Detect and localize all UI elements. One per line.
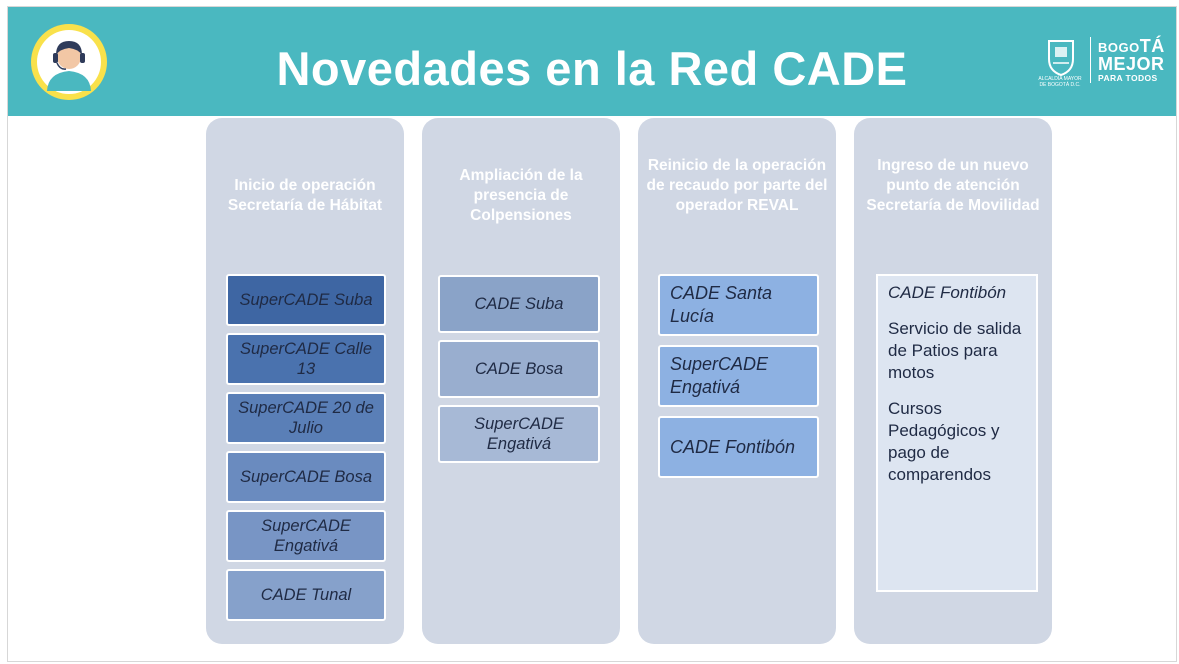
list-item: CADE Bosa [438,340,600,398]
place-name: CADE Fontibón [888,283,1007,302]
list-item: SuperCADE Engativá [658,345,819,407]
list-item: SuperCADE Calle 13 [226,333,386,385]
column-colpensiones: Ampliación de la presencia de Colpension… [422,118,620,644]
bogota-shield-icon [1048,40,1074,77]
list-item: CADE Fontibón [658,416,819,478]
slide: Novedades en la Red CADE ALCALDÍA MAYOR … [7,6,1177,662]
column-movilidad: Ingreso de un nuevo punto de atención Se… [854,118,1052,644]
column-title: Inicio de operación Secretaría de Hábita… [227,177,383,214]
operator-avatar-icon [31,24,107,100]
alcaldia-label: ALCALDÍA MAYOR DE BOGOTÁ D.C. [1038,76,1082,88]
movilidad-info-box: CADE Fontibón Servicio de salida de Pati… [876,274,1038,592]
list-item: SuperCADE Bosa [226,451,386,503]
column-title: Reinicio de la operación de recaudo por … [646,157,828,214]
column-reval: Reinicio de la operación de recaudo por … [638,118,836,644]
list-item: SuperCADE Suba [226,274,386,326]
list-item: SuperCADE Engativá [438,405,600,463]
column-title: Ingreso de un nuevo punto de atención Se… [866,157,1040,214]
column-habitat: Inicio de operación Secretaría de Hábita… [206,118,404,644]
logo-divider [1090,37,1091,83]
list-item: CADE Tunal [226,569,386,621]
service-item: Servicio de salida de Patios para motos [888,319,1022,382]
list-item: SuperCADE 20 de Julio [226,392,386,444]
list-item: CADE Santa Lucía [658,274,819,336]
page-title: Novedades en la Red CADE [276,42,908,95]
list-item: CADE Suba [438,275,600,333]
list-item: SuperCADE Engativá [226,510,386,562]
header-banner: Novedades en la Red CADE ALCALDÍA MAYOR … [8,7,1176,116]
column-title: Ampliación de la presencia de Colpension… [459,167,583,224]
service-item: Cursos Pedagógicos y pago de comparendos [888,399,1000,484]
bogota-mejor-logo: BOGOTÁ MEJOR PARA TODOS [1098,36,1165,83]
